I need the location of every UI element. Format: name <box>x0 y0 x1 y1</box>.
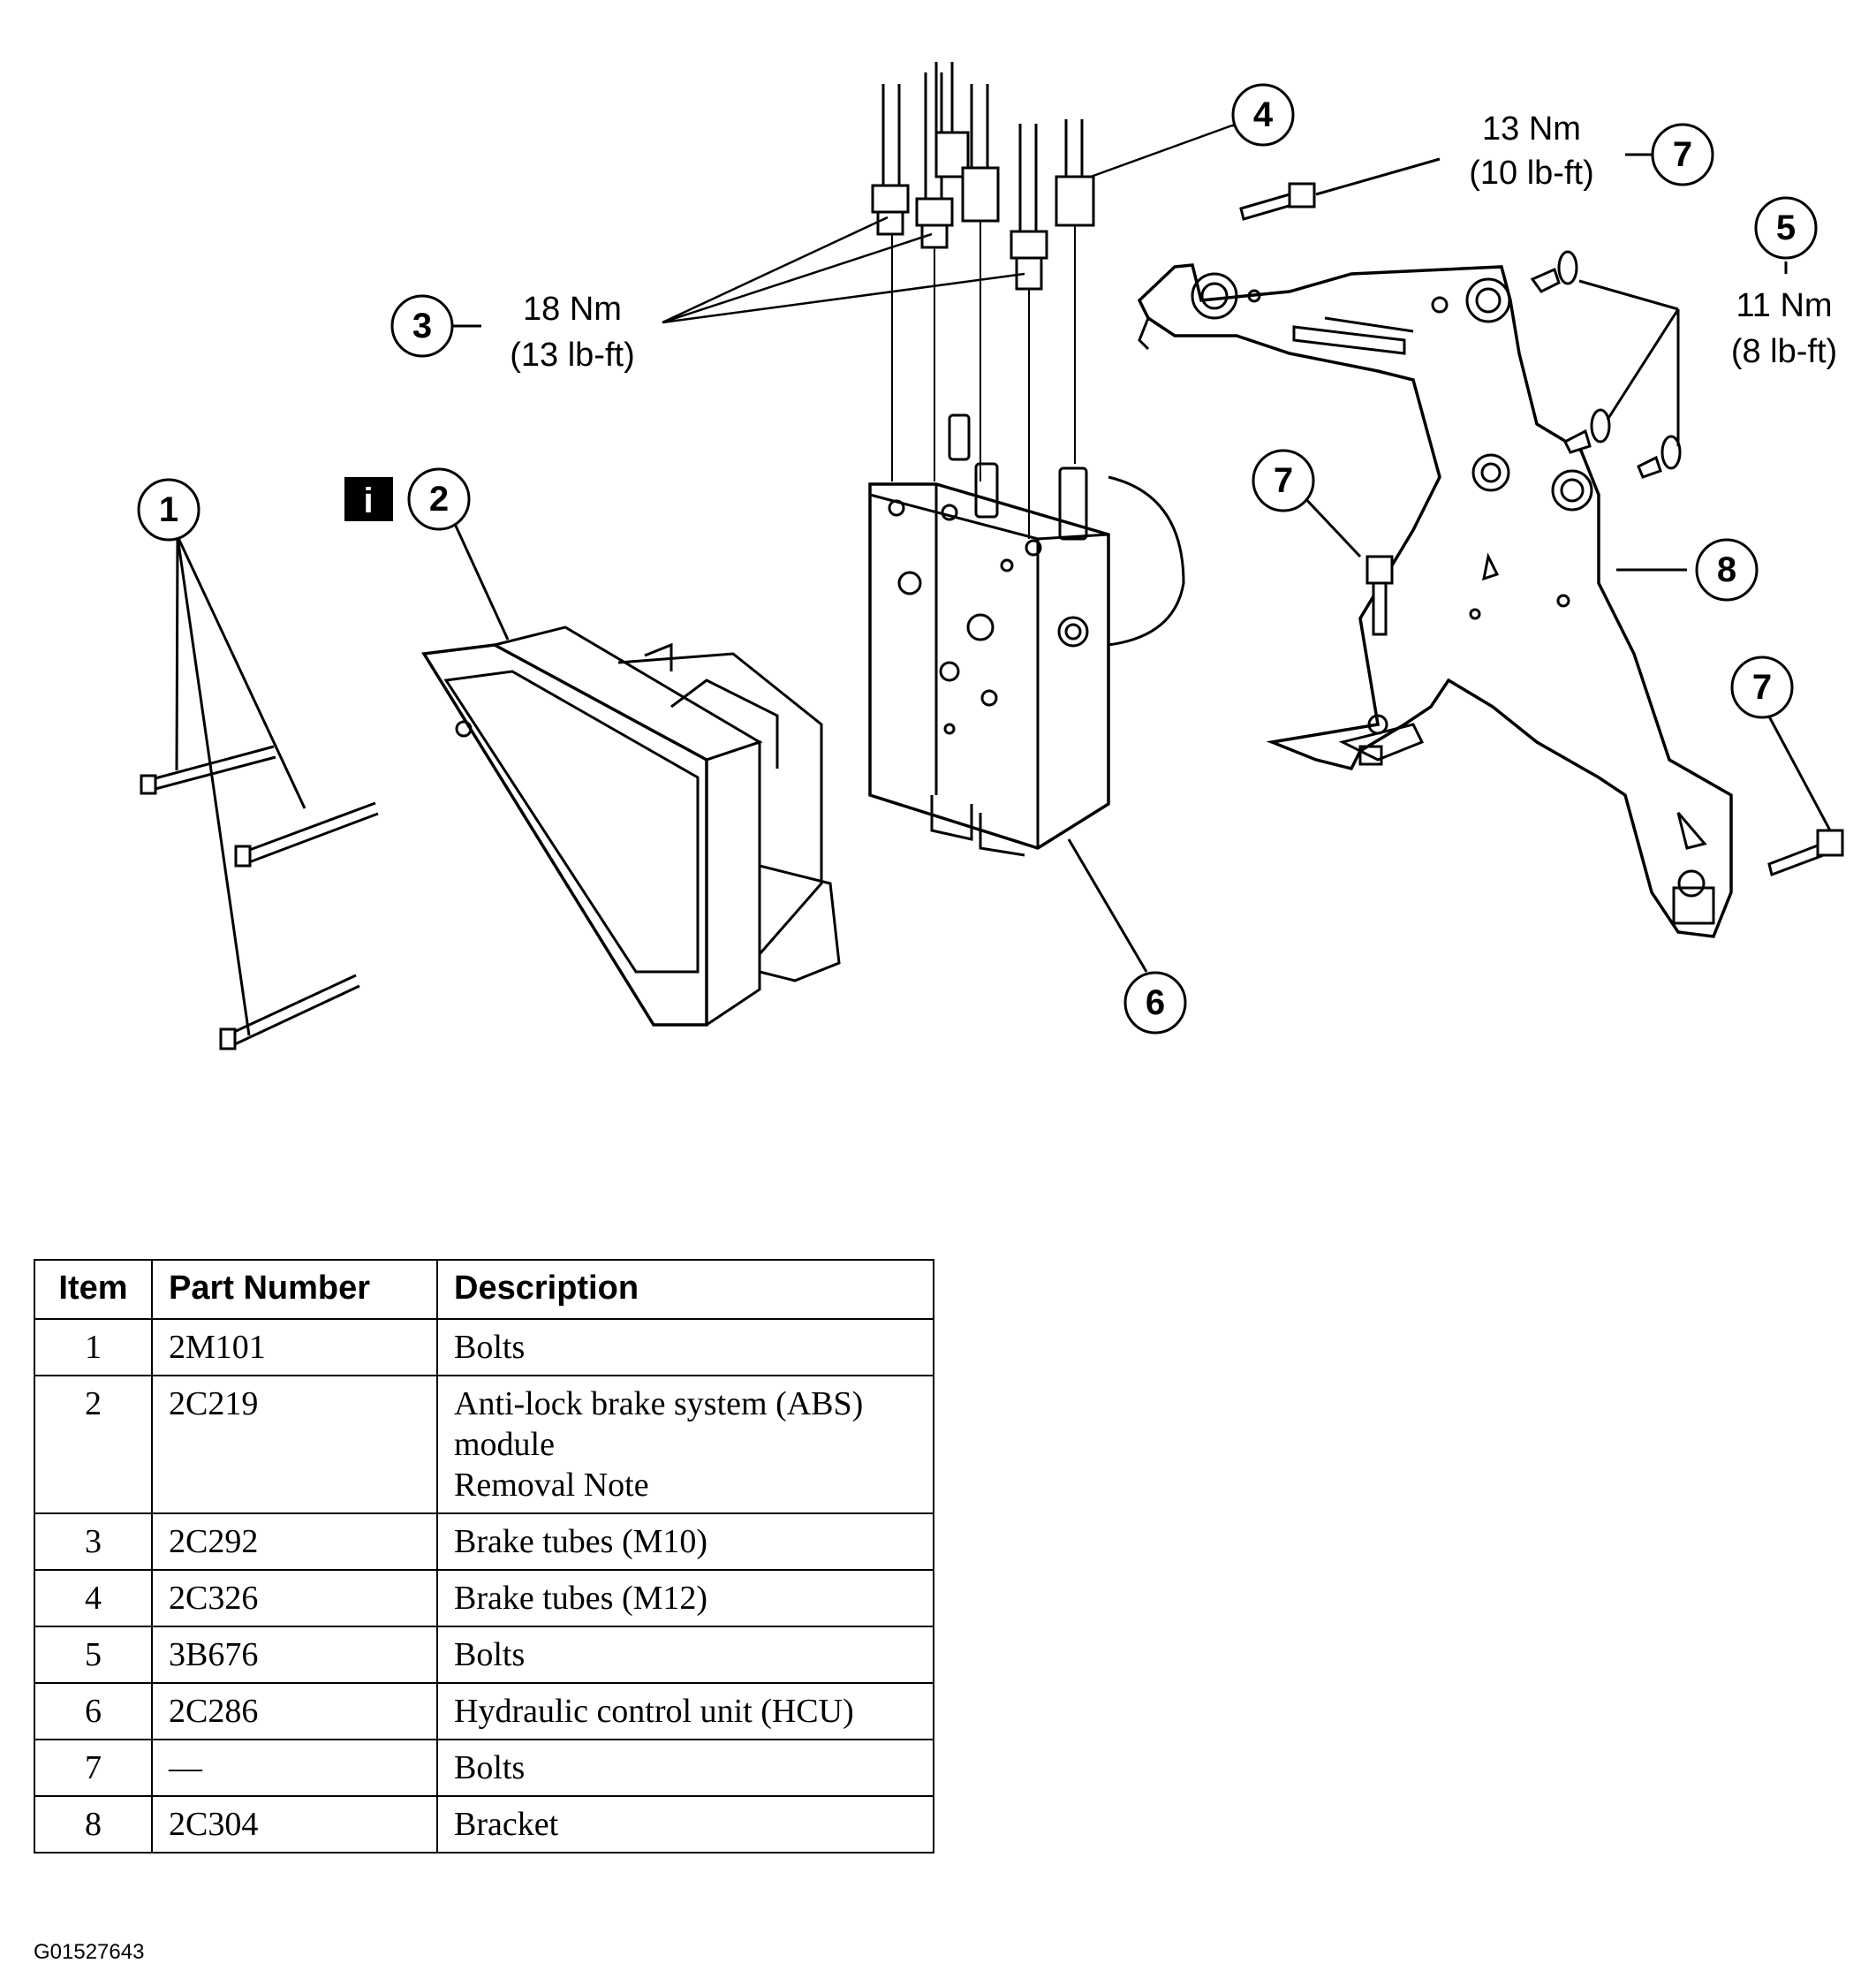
bolts-item-1 <box>140 535 379 1050</box>
table-row: 6 2C286 Hydraulic control unit (HCU) <box>34 1682 934 1740</box>
cell-item: 4 <box>34 1569 153 1627</box>
cell-item: 7 <box>34 1739 153 1797</box>
header-item: Item <box>34 1259 153 1320</box>
tube-5 <box>1010 124 1048 539</box>
cell-desc: Bolts <box>436 1626 934 1684</box>
table-row: 3 2C292 Brake tubes (M10) <box>34 1512 934 1571</box>
tube-1 <box>871 84 910 481</box>
bolt-5b <box>1562 408 1611 454</box>
table-header-row: Item Part Number Description <box>34 1259 934 1320</box>
cell-part: 2C326 <box>151 1569 438 1627</box>
cell-item: 5 <box>34 1626 153 1684</box>
callout-4: 4 <box>1253 95 1274 134</box>
torque-18-nm: 18 Nm <box>523 291 622 328</box>
cell-part: 2C292 <box>151 1512 438 1571</box>
hcu <box>868 413 1185 857</box>
figure-id: G01527643 <box>34 1940 145 1964</box>
abs-module <box>421 625 841 1027</box>
info-icon: i <box>344 477 393 521</box>
brake-tubes <box>662 62 1233 539</box>
bolt-5a <box>1530 250 1578 293</box>
header-part-number: Part Number <box>151 1259 438 1320</box>
tube-4 <box>961 84 1000 481</box>
callout-2: 2 <box>429 480 449 519</box>
table-row: 1 2M101 Bolts <box>34 1318 934 1376</box>
bolt-7c <box>1767 716 1844 876</box>
bracket <box>1137 263 1733 938</box>
cell-part: 2M101 <box>151 1318 438 1376</box>
callout-5: 5 <box>1776 208 1796 247</box>
callout-7-middle: 7 <box>1274 461 1293 500</box>
callout-6: 6 <box>1146 983 1165 1022</box>
bolt-5c <box>1637 435 1682 479</box>
tube-6 <box>1055 119 1095 464</box>
table-row: 8 2C304 Bracket <box>34 1795 934 1853</box>
cell-part: — <box>151 1739 438 1797</box>
cell-part: 2C286 <box>151 1682 438 1740</box>
callout-8: 8 <box>1717 550 1736 589</box>
bolt-7a <box>1239 157 1441 221</box>
table-row: 7 — Bolts <box>34 1739 934 1797</box>
bolt-1b <box>234 801 379 868</box>
tube-3 <box>934 62 970 178</box>
callout-3: 3 <box>412 307 432 345</box>
svg-text:i: i <box>363 481 373 520</box>
cell-desc: Bracket <box>436 1795 934 1853</box>
desc-line: Anti-lock brake system (ABS) <box>454 1385 864 1422</box>
cell-desc: Anti-lock brake system (ABS) module Remo… <box>436 1375 934 1514</box>
cell-desc: Bolts <box>436 1318 934 1376</box>
table-row: 2 2C219 Anti-lock brake system (ABS) mod… <box>34 1375 934 1514</box>
cell-item: 2 <box>34 1375 153 1514</box>
torque-13-lbft: (13 lb-ft) <box>510 337 634 374</box>
abs-exploded-diagram: i 1 2 3 4 5 6 7 7 7 8 18 Nm (13 lb-ft) 1… <box>137 62 1844 1050</box>
cell-part: 3B676 <box>151 1626 438 1684</box>
torque-11-nm: 11 Nm <box>1736 287 1832 324</box>
bolt-1a <box>140 745 276 795</box>
bolt-7b <box>1298 491 1394 636</box>
removal-note-link[interactable]: Removal Note <box>454 1467 649 1504</box>
cell-part: 2C219 <box>151 1375 438 1514</box>
callout-7-right: 7 <box>1752 668 1772 707</box>
cell-desc: Hydraulic control unit (HCU) <box>436 1682 934 1740</box>
desc-line: module <box>454 1426 555 1463</box>
cell-part: 2C304 <box>151 1795 438 1853</box>
table-row: 5 3B676 Bolts <box>34 1626 934 1684</box>
callout-1: 1 <box>159 490 178 529</box>
bolts-item-7 <box>1239 157 1844 876</box>
table-row: 4 2C326 Brake tubes (M12) <box>34 1569 934 1627</box>
cell-desc: Bolts <box>436 1739 934 1797</box>
parts-table: Item Part Number Description 1 2M101 Bol… <box>34 1259 934 1853</box>
cell-item: 8 <box>34 1795 153 1853</box>
torque-13-nm: 13 Nm <box>1482 110 1581 148</box>
cell-item: 3 <box>34 1512 153 1571</box>
bolts-item-5 <box>1530 250 1788 479</box>
cell-desc: Brake tubes (M12) <box>436 1569 934 1627</box>
bolt-1c <box>219 974 360 1050</box>
torque-8-lbft: (8 lb-ft) <box>1731 333 1837 370</box>
cell-item: 6 <box>34 1682 153 1740</box>
torque-10-lbft: (10 lb-ft) <box>1469 155 1593 192</box>
callout-7-top: 7 <box>1673 135 1692 174</box>
header-description: Description <box>436 1259 934 1320</box>
cell-item: 1 <box>34 1318 153 1376</box>
cell-desc: Brake tubes (M10) <box>436 1512 934 1571</box>
